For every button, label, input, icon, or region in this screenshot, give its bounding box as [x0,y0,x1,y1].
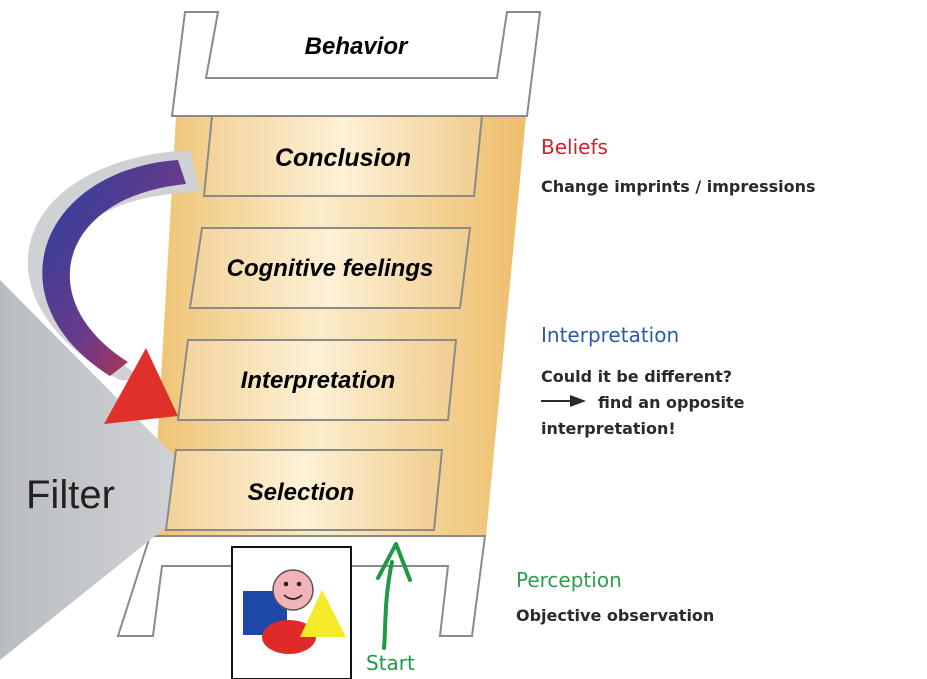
behavior-label: Behavior [305,33,409,60]
rung-interpretation: Interpretation [176,339,458,421]
smiley-face-icon [272,569,314,611]
rung-conclusion-label: Conclusion [275,144,411,172]
curved-arrow-head [104,348,178,424]
interpretation-line1: Could it be different? [541,367,732,386]
rung-cognitive-feelings: Cognitive feelings [188,227,472,309]
yellow-triangle-shape [300,590,346,637]
interpretation-line3: interpretation! [541,419,676,438]
red-ellipse-shape [262,620,316,654]
curved-arrow-body [42,160,186,376]
beliefs-title: Beliefs [541,135,608,159]
start-arrow [376,542,412,650]
right-arrow-icon [541,395,586,407]
ladder-band [152,116,526,536]
filter-label: Filter [26,473,115,517]
rung-interpretation-label: Interpretation [241,367,396,394]
ladder-top-frame [170,11,542,117]
perception-text: Objective observation [516,606,714,625]
perception-image [231,546,352,679]
rung-feelings-label: Cognitive feelings [227,255,434,282]
perception-title: Perception [516,568,622,592]
rung-conclusion: Conclusion [202,115,484,197]
interpretation-line2: find an opposite [598,393,745,412]
rung-selection-label: Selection [248,479,355,506]
start-label: Start [366,651,415,675]
rung-selection: Selection [164,449,444,531]
interpretation-title: Interpretation [541,323,679,347]
beliefs-text: Change imprints / impressions [541,177,816,196]
filter-shape [0,280,210,660]
